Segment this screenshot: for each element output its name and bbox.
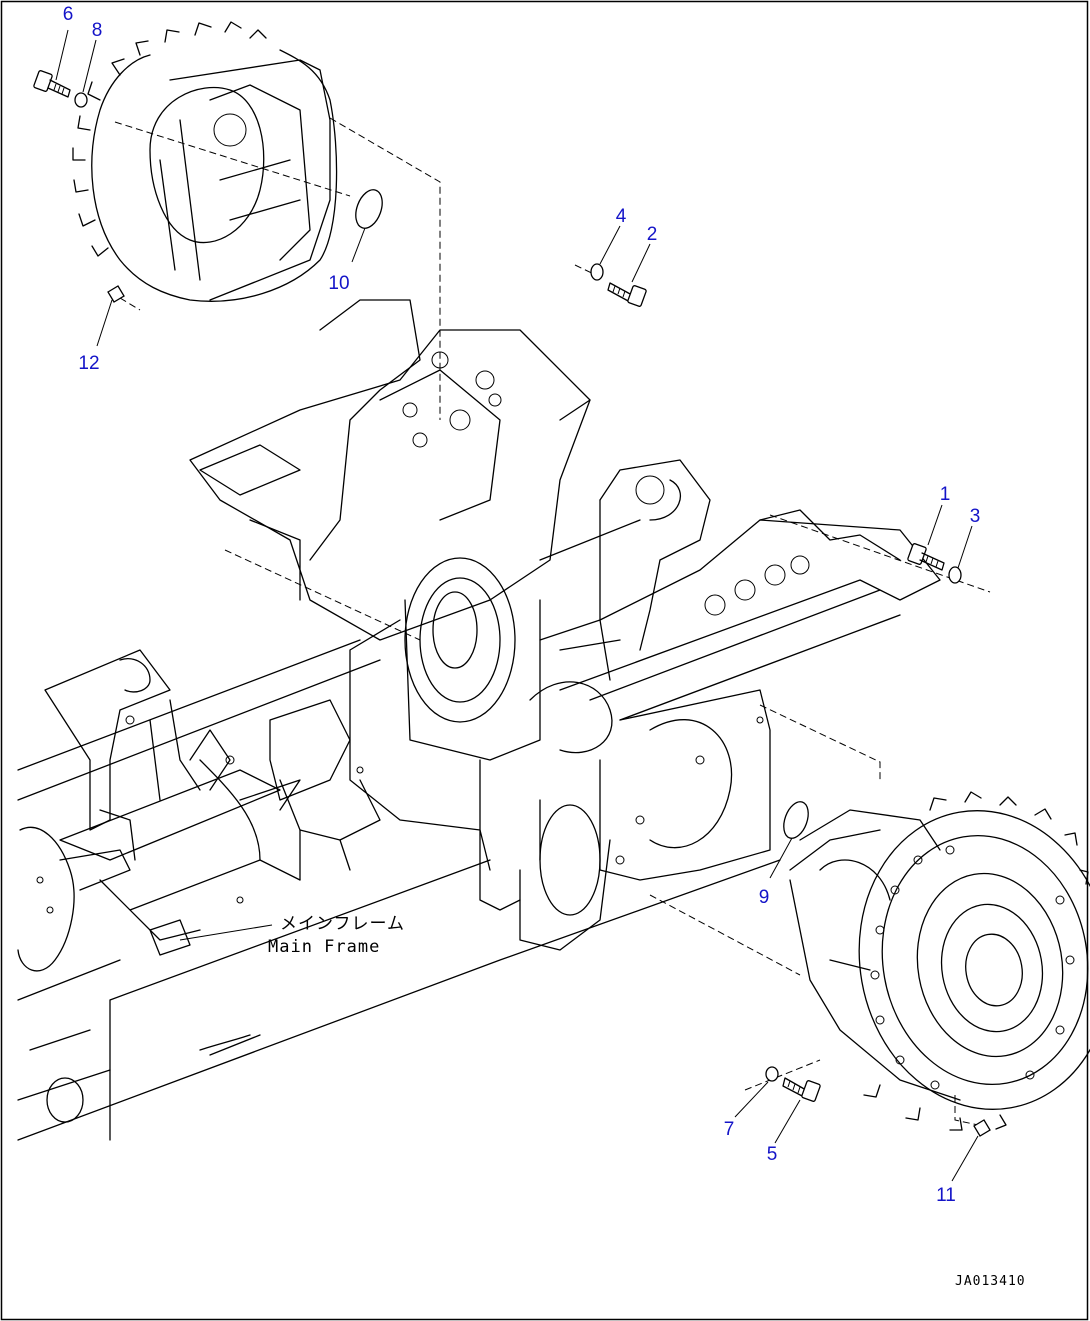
center-housing bbox=[189, 299, 941, 951]
bolt-1 bbox=[907, 543, 945, 571]
washer-7 bbox=[765, 1066, 779, 1082]
assembly-lines bbox=[114, 117, 991, 1126]
callout-numbers: 1 2 3 4 5 6 7 8 9 10 11 12 bbox=[63, 4, 981, 1206]
bolt-6 bbox=[33, 70, 71, 98]
callout-12: 12 bbox=[78, 353, 99, 374]
sprocket-upper-left bbox=[72, 21, 338, 302]
sprocket-lower-right bbox=[789, 791, 1090, 1131]
o-ring-10 bbox=[355, 189, 383, 229]
main-frame-label-jp: メインフレーム bbox=[280, 914, 405, 934]
callout-9: 9 bbox=[759, 887, 770, 908]
washer-4 bbox=[590, 263, 604, 281]
washer-8 bbox=[74, 92, 88, 108]
bolt-5 bbox=[782, 1077, 821, 1102]
callout-11: 11 bbox=[936, 1185, 956, 1206]
callout-5: 5 bbox=[767, 1144, 778, 1165]
callout-7: 7 bbox=[724, 1119, 735, 1140]
main-frame bbox=[17, 639, 781, 1141]
callout-6: 6 bbox=[63, 4, 74, 25]
drawing-code: JA013410 bbox=[955, 1274, 1026, 1289]
bolt-2 bbox=[607, 282, 647, 307]
main-frame-label-en: Main Frame bbox=[268, 937, 380, 957]
callout-8: 8 bbox=[92, 20, 103, 41]
leader-lines bbox=[55, 29, 979, 1182]
callout-1: 1 bbox=[940, 484, 951, 505]
callout-10: 10 bbox=[328, 273, 349, 294]
hardware-parts bbox=[33, 70, 991, 1137]
washer-3 bbox=[948, 566, 962, 584]
callout-4: 4 bbox=[616, 206, 627, 227]
callout-3: 3 bbox=[970, 506, 981, 527]
plug-11 bbox=[973, 1119, 991, 1137]
plug-12 bbox=[107, 285, 125, 303]
callout-2: 2 bbox=[647, 224, 658, 245]
o-ring-9 bbox=[783, 801, 809, 839]
